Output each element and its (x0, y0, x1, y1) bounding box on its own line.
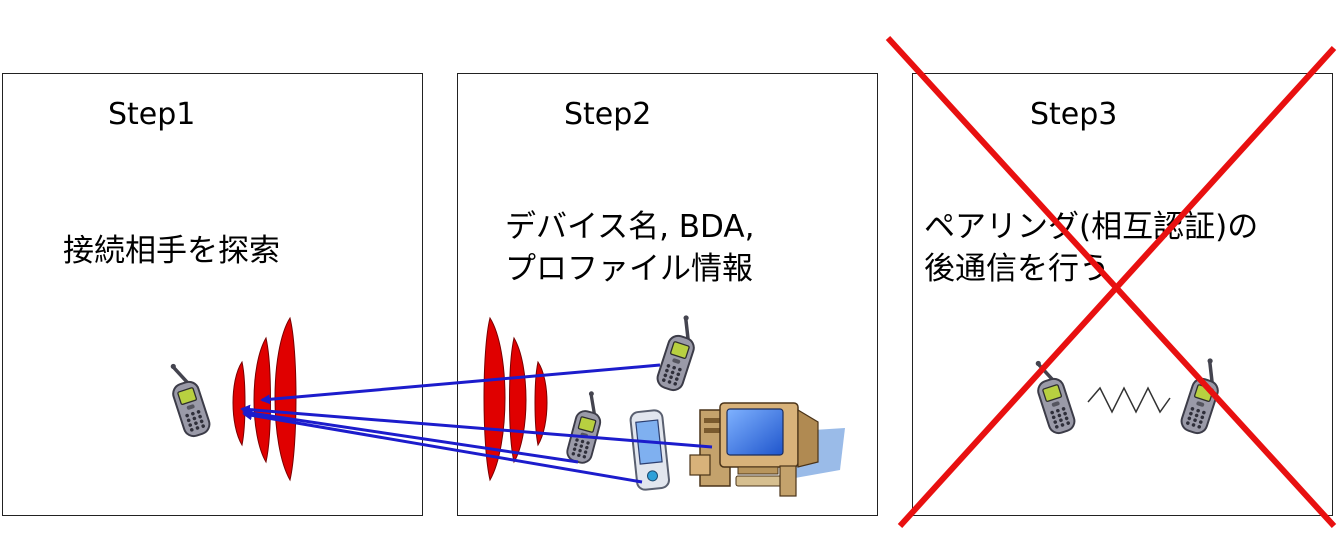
step3-description-line2: 後通信を行う (924, 251, 1110, 287)
step2-label: Step2 (564, 97, 652, 132)
arrow-from-phone (260, 363, 661, 405)
step3-label: Step3 (1030, 97, 1118, 132)
zigzag-link-icon (1087, 386, 1171, 414)
cross-out-mark (885, 35, 1337, 529)
step1-description: 接続相手を探索 (63, 233, 280, 269)
response-arrows (240, 363, 713, 484)
step2-description-line1: デバイス名, BDA, (505, 209, 755, 245)
phone-icon (1027, 353, 1079, 438)
phone-icon (563, 387, 610, 467)
signal-waves-icon (232, 316, 297, 482)
arrow-from-pda (242, 410, 643, 484)
step1-panel (2, 73, 423, 516)
phone-icon (653, 310, 705, 395)
step1-label: Step1 (108, 97, 196, 132)
phone-icon (162, 356, 214, 441)
step2-description-line2: プロファイル情報 (505, 251, 753, 287)
desktop-computer-icon (689, 402, 845, 497)
arrow-from-phone-2 (242, 408, 579, 464)
arrow-from-desktop (240, 404, 713, 449)
pda-icon (629, 409, 670, 491)
step3-description-line1: ペアリング(相互認証)の (924, 209, 1259, 245)
